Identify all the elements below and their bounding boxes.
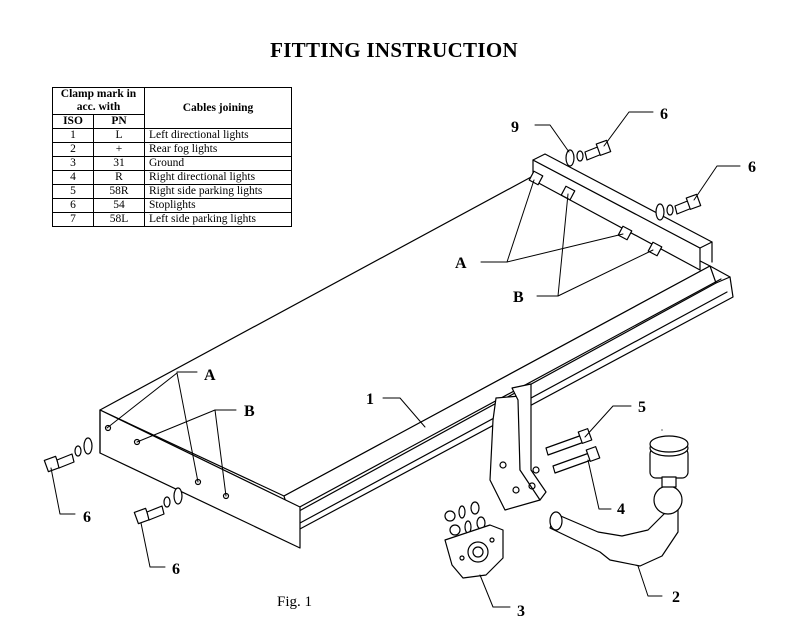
label-part-9: 9	[511, 119, 519, 136]
left-bolts	[43, 437, 183, 525]
tow-ball	[549, 429, 689, 567]
table-row: 6 54 Stoplights	[52, 198, 292, 213]
label-part-6-bottom: 6	[172, 561, 180, 578]
page-title: FITTING INSTRUCTION	[270, 38, 518, 62]
header-clamp-mark: Clamp mark in acc. with	[52, 87, 145, 115]
label-B-right: B	[513, 289, 524, 306]
pn-cell: 58L	[93, 212, 145, 227]
top-right-bolts	[565, 139, 702, 221]
label-part-6-top: 6	[660, 106, 668, 123]
label-A-right: A	[455, 255, 467, 272]
label-part-3: 3	[517, 603, 525, 620]
pn-cell: 58R	[93, 184, 145, 199]
table-row: 5 58R Right side parking lights	[52, 184, 292, 199]
header-cables-joining: Cables joining	[144, 87, 292, 129]
label-part-6-right: 6	[748, 159, 756, 176]
header-pn: PN	[93, 114, 145, 129]
label-part-5: 5	[638, 399, 646, 416]
bolts-part-4-5	[545, 428, 601, 474]
label-part-2: 2	[672, 589, 680, 606]
cable-cell: Right side parking lights	[144, 184, 292, 199]
table-row: 4 R Right directional lights	[52, 170, 292, 185]
callout-labels: A B A B 1 2 3 4 5 9 6 6 6 6	[83, 106, 756, 620]
label-part-1: 1	[366, 391, 374, 408]
table-row: 7 58L Left side parking lights	[52, 212, 292, 227]
socket-plate	[444, 524, 504, 579]
cable-cell: Right directional lights	[144, 170, 292, 185]
label-part-4: 4	[617, 501, 625, 518]
right-end-plate	[528, 153, 713, 271]
left-end-plate	[99, 409, 301, 549]
cable-cell: Left side parking lights	[144, 212, 292, 227]
label-B-left: B	[244, 403, 255, 420]
center-bracket	[489, 383, 547, 511]
cable-table: Clamp mark in acc. with Cables joining I…	[52, 87, 292, 227]
label-part-6-left: 6	[83, 509, 91, 526]
label-A-left: A	[204, 367, 216, 384]
nuts-washers-bracket	[444, 501, 486, 536]
figure-caption: Fig. 1	[277, 594, 313, 610]
leader-lines	[50, 111, 741, 608]
